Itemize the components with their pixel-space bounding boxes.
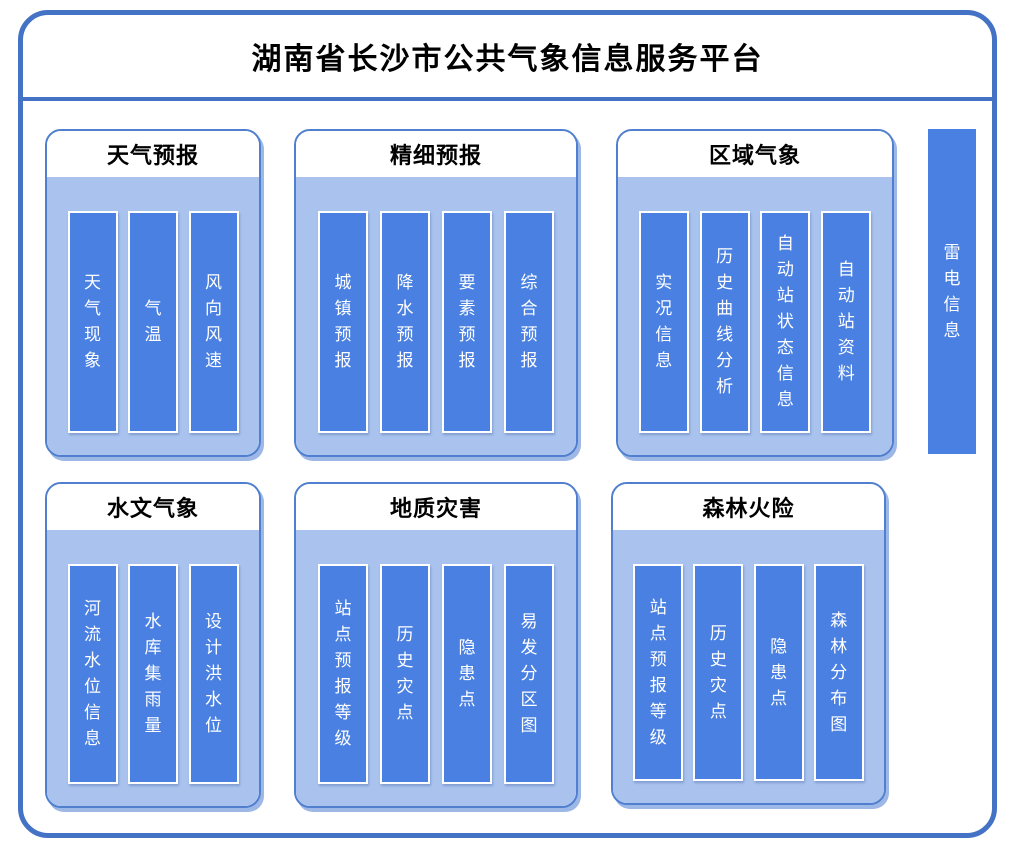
node-label: 站点预报等级 xyxy=(334,599,352,748)
node-label: 设计洪水位 xyxy=(205,612,222,735)
diagram-node: 实况信息 xyxy=(638,211,689,433)
diagram-node: 隐患点 xyxy=(442,564,492,784)
diagram-node: 历史灾点 xyxy=(693,564,744,781)
node-label: 站点预报等级 xyxy=(649,597,667,747)
diagram-node: 自动站状态信息 xyxy=(760,211,811,433)
panel-weather-forecast: 天气预报 天气现象 气温 风向风速 xyxy=(45,129,261,457)
diagram-node: 易发分区图 xyxy=(504,564,554,784)
node-label: 历史曲线分析 xyxy=(716,247,734,396)
node-label: 森林分布图 xyxy=(830,610,848,734)
panel-body: 实况信息 历史曲线分析 自动站状态信息 自动站资料 xyxy=(618,177,892,455)
diagram-node: 历史曲线分析 xyxy=(699,211,750,433)
node-label: 河流水位信息 xyxy=(84,599,101,748)
panel-hydrological-meteorology: 水文气象 河流水位信息 水库集雨量 设计洪水位 xyxy=(45,482,261,808)
diagram-title-bar: 湖南省长沙市公共气象信息服务平台 xyxy=(23,15,992,101)
diagram-node: 风向风速 xyxy=(188,211,239,433)
node-label: 天气现象 xyxy=(84,273,101,370)
diagram-node: 设计洪水位 xyxy=(188,564,239,784)
panel-title: 精细预报 xyxy=(296,131,576,177)
panel-body: 站点预报等级 历史灾点 隐患点 易发分区图 xyxy=(296,530,576,806)
panel-title: 水文气象 xyxy=(47,484,259,530)
diagram-node: 站点预报等级 xyxy=(633,564,684,781)
node-lightning-info: 雷电信息 xyxy=(928,129,976,454)
diagram-node: 综合预报 xyxy=(504,211,554,433)
diagram-node: 河流水位信息 xyxy=(67,564,118,784)
node-label: 隐患点 xyxy=(458,638,476,709)
panel-regional-meteorology: 区域气象 实况信息 历史曲线分析 自动站状态信息 自动站资料 xyxy=(616,129,894,457)
page-title: 湖南省长沙市公共气象信息服务平台 xyxy=(251,43,764,76)
diagram-node: 自动站资料 xyxy=(821,211,872,433)
node-label: 自动站资料 xyxy=(837,260,855,383)
panel-title: 区域气象 xyxy=(618,131,892,177)
panel-body: 天气现象 气温 风向风速 xyxy=(47,177,259,455)
node-label: 隐患点 xyxy=(770,636,788,708)
node-label: 自动站状态信息 xyxy=(776,234,794,409)
diagram-node: 隐患点 xyxy=(753,564,804,781)
diagram-node: 站点预报等级 xyxy=(318,564,368,784)
diagram-node: 森林分布图 xyxy=(813,564,864,781)
diagram-node: 天气现象 xyxy=(67,211,118,433)
node-label: 降水预报 xyxy=(396,273,414,370)
diagram-node: 水库集雨量 xyxy=(128,564,178,784)
panel-body: 站点预报等级 历史灾点 隐患点 森林分布图 xyxy=(613,530,884,803)
diagram-node: 气温 xyxy=(128,211,178,433)
node-label: 综合预报 xyxy=(520,273,538,370)
platform-diagram: 湖南省长沙市公共气象信息服务平台 天气预报 天气现象 气温 风向风速 精细预报 … xyxy=(18,10,997,838)
node-label: 实况信息 xyxy=(655,273,673,370)
diagram-node: 历史灾点 xyxy=(380,564,430,784)
node-label: 雷电信息 xyxy=(943,242,961,340)
panel-title: 地质灾害 xyxy=(296,484,576,530)
panel-body: 城镇预报 降水预报 要素预报 综合预报 xyxy=(296,177,576,455)
node-label: 水库集雨量 xyxy=(144,612,162,735)
node-label: 风向风速 xyxy=(205,273,222,370)
diagram-node: 城镇预报 xyxy=(318,211,368,433)
node-label: 气温 xyxy=(144,299,162,344)
node-label: 历史灾点 xyxy=(709,623,727,721)
diagram-canvas: 天气预报 天气现象 气温 风向风速 精细预报 城镇预报 降水预报 要素预报 综合… xyxy=(23,101,992,833)
panel-title: 森林火险 xyxy=(613,484,884,530)
panel-forest-fire-danger: 森林火险 站点预报等级 历史灾点 隐患点 森林分布图 xyxy=(611,482,886,805)
node-label: 要素预报 xyxy=(458,273,476,370)
node-label: 易发分区图 xyxy=(520,612,538,735)
node-label: 城镇预报 xyxy=(334,273,352,370)
diagram-node: 要素预报 xyxy=(442,211,492,433)
panel-fine-forecast: 精细预报 城镇预报 降水预报 要素预报 综合预报 xyxy=(294,129,578,457)
panel-body: 河流水位信息 水库集雨量 设计洪水位 xyxy=(47,530,259,806)
diagram-node: 降水预报 xyxy=(380,211,430,433)
panel-geological-disaster: 地质灾害 站点预报等级 历史灾点 隐患点 易发分区图 xyxy=(294,482,578,808)
panel-title: 天气预报 xyxy=(47,131,259,177)
node-label: 历史灾点 xyxy=(396,625,414,722)
